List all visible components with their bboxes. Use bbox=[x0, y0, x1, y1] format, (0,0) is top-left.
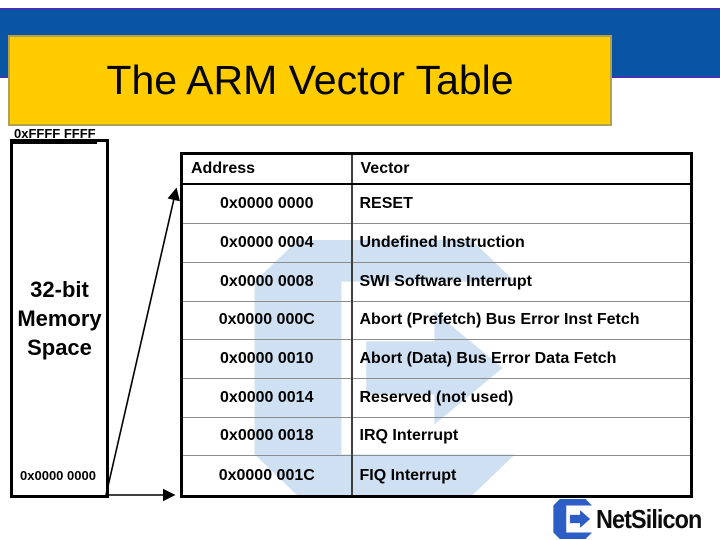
table-row: 0x0000 0008 SWI Software Interrupt bbox=[181, 261, 692, 302]
address-cell: 0x0000 0008 bbox=[181, 261, 352, 302]
table-header-row: Address Vector bbox=[181, 153, 692, 185]
table-row: 0x0000 0018 IRQ Interrupt bbox=[181, 416, 692, 456]
table-row: 0x0000 0014 Reserved (not used) bbox=[181, 377, 692, 418]
address-cell: 0x0000 0000 bbox=[181, 183, 352, 224]
memory-size-line-1: 32-bit bbox=[30, 277, 89, 302]
memory-top-address-label: 0xFFFF FFFF bbox=[13, 126, 97, 144]
vector-cell: Abort (Prefetch) Bus Error Inst Fetch bbox=[350, 300, 692, 340]
vector-cell: FIQ Interrupt bbox=[350, 455, 692, 497]
memory-bottom-address-label: 0x0000 0000 bbox=[20, 468, 96, 483]
netsilicon-logo: NetSilicon bbox=[546, 499, 713, 539]
vector-cell: Reserved (not used) bbox=[350, 377, 692, 418]
vector-cell: SWI Software Interrupt bbox=[350, 261, 692, 302]
netsilicon-wordmark: NetSilicon bbox=[596, 503, 702, 534]
address-cell: 0x0000 001C bbox=[181, 455, 352, 497]
vector-cell: Abort (Data) Bus Error Data Fetch bbox=[350, 339, 692, 379]
netsilicon-mark-icon bbox=[553, 499, 592, 539]
address-cell: 0x0000 0014 bbox=[181, 377, 352, 418]
memory-size-label: 32-bit Memory Space bbox=[17, 275, 101, 362]
address-cell: 0x0000 0018 bbox=[181, 416, 352, 456]
table-header-vector: Vector bbox=[350, 153, 692, 185]
memory-space-rect: 32-bit Memory Space bbox=[10, 139, 109, 498]
address-cell: 0x0000 000C bbox=[181, 300, 352, 340]
table-header-address: Address bbox=[181, 153, 352, 185]
memory-size-line-3: Space bbox=[27, 335, 92, 360]
table-row: 0x0000 0010 Abort (Data) Bus Error Data … bbox=[181, 339, 692, 379]
table-row: 0x0000 0000 RESET bbox=[181, 183, 692, 224]
vector-cell: Undefined Instruction bbox=[350, 223, 692, 263]
table-row: 0x0000 000C Abort (Prefetch) Bus Error I… bbox=[181, 300, 692, 340]
address-cell: 0x0000 0004 bbox=[181, 223, 352, 263]
title-box: The ARM Vector Table bbox=[8, 35, 612, 126]
vector-cell: IRQ Interrupt bbox=[350, 416, 692, 456]
page-title: The ARM Vector Table bbox=[106, 57, 514, 103]
table-row: 0x0000 001C FIQ Interrupt bbox=[181, 455, 692, 497]
diagonal-arrow bbox=[105, 187, 180, 496]
memory-size-line-2: Memory bbox=[17, 306, 102, 331]
address-cell: 0x0000 0010 bbox=[181, 339, 352, 379]
table-row: 0x0000 0004 Undefined Instruction bbox=[181, 223, 692, 263]
vector-table: Address Vector 0x0000 0000 RESET 0x0000 … bbox=[180, 152, 693, 498]
vector-cell: RESET bbox=[350, 183, 692, 224]
